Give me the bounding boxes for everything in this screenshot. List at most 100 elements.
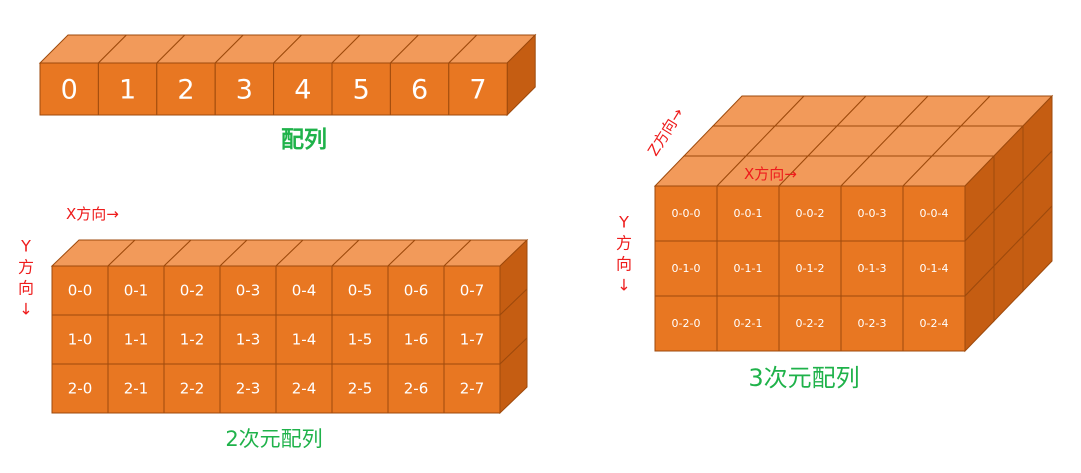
front-face-cell bbox=[654, 185, 718, 242]
y-direction-char: 方 bbox=[616, 234, 632, 253]
array-cell-label: 4 bbox=[294, 75, 311, 106]
three-dimensional-array-caption: 3次元配列 bbox=[748, 364, 859, 392]
array-cell-label: 0-1-0 bbox=[672, 262, 701, 275]
array-cell-label: 0-2 bbox=[180, 282, 205, 300]
three-d-x-direction-label: X方向→ bbox=[744, 165, 797, 183]
y-direction-char: Y bbox=[618, 213, 629, 232]
y-direction-char: 方 bbox=[18, 258, 34, 277]
array-cell-label: 2-4 bbox=[292, 380, 317, 398]
front-face-cell bbox=[654, 295, 718, 352]
array-cell-label: 0-6 bbox=[404, 282, 429, 300]
front-face-cell bbox=[219, 265, 277, 316]
y-direction-char: ↓ bbox=[617, 276, 630, 295]
y-direction-char: 向 bbox=[18, 279, 34, 298]
array-cell-label: 1 bbox=[119, 75, 136, 106]
array-cell-label: 0-3 bbox=[236, 282, 261, 300]
array-cell-label: 0-7 bbox=[460, 282, 485, 300]
front-face-cell bbox=[163, 363, 221, 414]
two-d-y-direction-label: Y方向 ↓ bbox=[18, 237, 34, 319]
array-cell-label: 0-2-2 bbox=[796, 317, 825, 330]
array-cell-label: 0 bbox=[61, 75, 78, 106]
three-d-y-direction-label: Y方向 ↓ bbox=[616, 213, 632, 295]
front-face-cell bbox=[107, 314, 165, 365]
front-face-cell bbox=[331, 265, 389, 316]
front-face-cell bbox=[219, 314, 277, 365]
array-cell-label: 0-1-1 bbox=[734, 262, 763, 275]
one-dimensional-array-caption: 配列 bbox=[281, 127, 327, 153]
array-cell-label: 0-0 bbox=[68, 282, 93, 300]
front-face-cell bbox=[902, 295, 966, 352]
front-face-cell bbox=[39, 62, 99, 116]
array-cell-label: 1-1 bbox=[124, 331, 149, 349]
front-face-cell bbox=[163, 265, 221, 316]
array-cell-label: 0-2-1 bbox=[734, 317, 763, 330]
front-face-cell bbox=[387, 265, 445, 316]
array-cell-label: 0-1-3 bbox=[858, 262, 887, 275]
two-dimensional-array-caption: 2次元配列 bbox=[225, 427, 322, 451]
array-cell-label: 2 bbox=[177, 75, 194, 106]
front-face-cell bbox=[275, 265, 333, 316]
y-direction-char: ↓ bbox=[19, 300, 32, 319]
array-cell-label: 2-3 bbox=[236, 380, 261, 398]
array-cell-label: 1-5 bbox=[348, 331, 373, 349]
array-cell-label: 0-5 bbox=[348, 282, 373, 300]
front-face-cell bbox=[214, 62, 275, 116]
array-cell-label: 5 bbox=[353, 75, 370, 106]
front-face-cell bbox=[273, 62, 333, 116]
front-face-cell bbox=[331, 62, 391, 116]
front-face-cell bbox=[840, 295, 904, 352]
two-d-x-direction-label: X方向→ bbox=[66, 205, 119, 223]
front-face-cell bbox=[219, 363, 277, 414]
front-face-cell bbox=[778, 185, 842, 242]
array-cell-label: 0-1-2 bbox=[796, 262, 825, 275]
array-cell-label: 0-0-1 bbox=[734, 207, 763, 220]
array-cell-label: 1-6 bbox=[404, 331, 429, 349]
array-cell-label: 2-5 bbox=[348, 380, 373, 398]
front-face-cell bbox=[107, 363, 165, 414]
array-cell-label: 2-2 bbox=[180, 380, 205, 398]
three-d-z-direction-label: Z方向→ bbox=[644, 105, 687, 159]
array-cell-label: 7 bbox=[469, 75, 486, 106]
front-face-cell bbox=[107, 265, 165, 316]
front-face-cell bbox=[163, 314, 221, 365]
front-face-cell bbox=[443, 265, 501, 316]
front-face-cell bbox=[156, 62, 216, 116]
front-face-cell bbox=[331, 363, 389, 414]
array-cell-label: 0-0-0 bbox=[672, 207, 701, 220]
array-cell-label: 2-7 bbox=[460, 380, 485, 398]
front-face-cell bbox=[97, 62, 158, 116]
front-face-cell bbox=[778, 240, 842, 297]
y-direction-char: Y bbox=[20, 237, 31, 256]
array-cell-label: 1-4 bbox=[292, 331, 317, 349]
array-cell-label: 1-7 bbox=[460, 331, 485, 349]
array-cell-label: 2-1 bbox=[124, 380, 149, 398]
array-cell-label: 2-0 bbox=[68, 380, 93, 398]
array-cell-label: 0-2-0 bbox=[672, 317, 701, 330]
front-face-cell bbox=[716, 295, 780, 352]
front-face-cell bbox=[443, 363, 501, 414]
array-cell-label: 1-0 bbox=[68, 331, 93, 349]
y-direction-char: 向 bbox=[616, 255, 632, 274]
front-face-cell bbox=[902, 240, 966, 297]
array-cell-label: 3 bbox=[236, 75, 253, 106]
array-cell-label: 0-0-2 bbox=[796, 207, 825, 220]
array-cell-label: 1-3 bbox=[236, 331, 261, 349]
array-cell-label: 1-2 bbox=[180, 331, 205, 349]
front-face-cell bbox=[654, 240, 718, 297]
front-face-cell bbox=[443, 314, 501, 365]
array-cell-label: 6 bbox=[411, 75, 428, 106]
array-cell-label: 0-1 bbox=[124, 282, 149, 300]
array-cell-label: 0-0-4 bbox=[920, 207, 949, 220]
front-face-cell bbox=[778, 295, 842, 352]
one-dimensional-array: 0 1 2 3 4 5 6 7 bbox=[38, 33, 537, 117]
array-cell-label: 0-4 bbox=[292, 282, 317, 300]
front-face-cell bbox=[448, 62, 508, 116]
array-cell-label: 0-2-3 bbox=[858, 317, 887, 330]
front-face-cell bbox=[840, 240, 904, 297]
front-face-cell bbox=[902, 185, 966, 242]
array-cell-label: 2-6 bbox=[404, 380, 429, 398]
two-dimensional-array: 0-0 0-1 0-2 0-3 0-4 0-5 0-6 0-7 1-0 1-1 1-2 1-3 1-4 1… bbox=[50, 238, 529, 415]
array-cell-label: 0-2-4 bbox=[920, 317, 949, 330]
